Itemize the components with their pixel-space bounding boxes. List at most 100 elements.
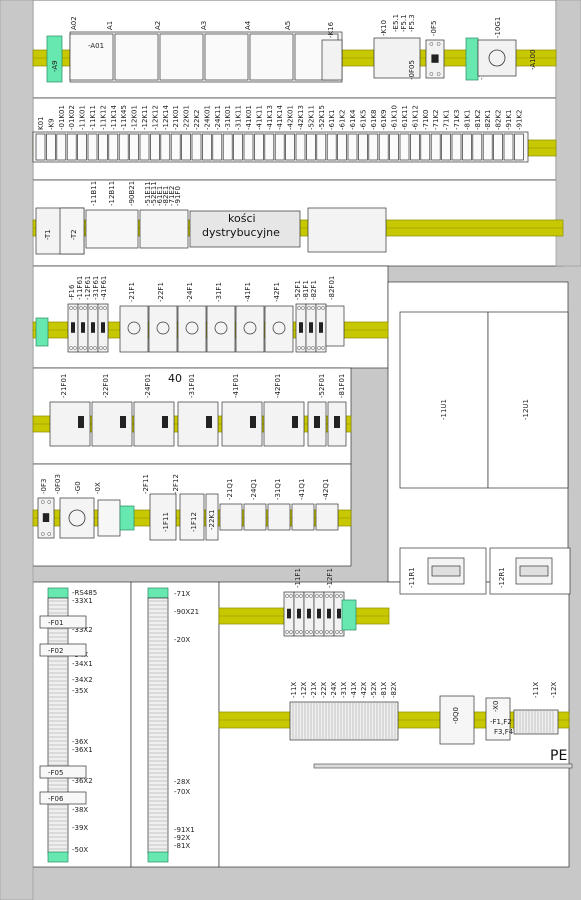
- tag-11u1: -11U1: [440, 399, 448, 420]
- relay-socket: [87, 133, 98, 161]
- tag-q-3: -41Q1: [298, 479, 306, 500]
- relay-socket: [118, 133, 129, 161]
- k10-module: [373, 37, 421, 79]
- pe-bar: [313, 763, 573, 769]
- tag-81f1: -81F1: [302, 280, 310, 300]
- relay-toggle: [314, 416, 320, 428]
- tag-a01: -A01: [88, 42, 104, 50]
- 12u1-cabinet: [487, 311, 569, 489]
- relay-socket: [493, 133, 503, 161]
- tag-22k01: -22K01: [183, 105, 191, 130]
- row7-breaker-screw: [289, 594, 293, 598]
- tag-52f1: -52F1: [294, 280, 302, 300]
- tag-21k01: -21K01: [172, 105, 180, 130]
- row7-breaker-toggle: [337, 608, 341, 619]
- tag-2f11: -2F11: [142, 474, 150, 494]
- breaker-small-screw: [317, 306, 321, 310]
- tag-82k2: -82K2: [495, 110, 503, 130]
- rcd-breaker-screw: [103, 306, 107, 310]
- relay-socket: [347, 133, 358, 161]
- relay-socket: [66, 133, 77, 161]
- 0f5-breaker-toggle: [431, 54, 439, 63]
- tag-61k11: -61K11: [401, 105, 409, 130]
- 22k1-relay: [205, 493, 219, 541]
- tag-12u1: -12U1: [522, 399, 530, 420]
- 12r1-core: [519, 565, 549, 577]
- duct-left-bottom-clip: [47, 851, 69, 863]
- label-kosci: kości: [228, 212, 256, 225]
- tag-k01: K01: [37, 117, 45, 131]
- rcd-breaker-screw: [103, 346, 107, 350]
- tag-dl-12: -50X: [72, 846, 88, 854]
- tag-dm-6: -92X: [174, 834, 190, 842]
- rcd-breaker-screw: [73, 306, 77, 310]
- relay-unit: [177, 401, 219, 447]
- tag-q-1: -24Q1: [250, 479, 258, 500]
- relay-unit: [221, 401, 263, 447]
- rcd-breaker-screw: [79, 306, 83, 310]
- tag-0f3: -0F3: [40, 479, 48, 494]
- q-module: [243, 503, 267, 531]
- tag-r8-1: -12X: [300, 682, 308, 698]
- 0f3-breaker-screw: [40, 532, 45, 536]
- relay-socket: [170, 133, 181, 161]
- tag-0f5: -0F5: [430, 21, 438, 36]
- tag-r8-2: -21X: [310, 682, 318, 698]
- 10g1-socket: [477, 39, 517, 77]
- tag-a4: A4: [244, 20, 252, 30]
- fuse-module: [39, 765, 87, 779]
- breaker-small-screw: [311, 346, 315, 350]
- tag-e-1: -52E11: [150, 181, 158, 206]
- tag-fuse-3: -F06: [48, 795, 64, 803]
- tag-11k01: -11K01: [79, 105, 87, 130]
- tag-42k13: -42K13: [297, 105, 305, 130]
- tag-52k11: -52K11: [307, 105, 315, 130]
- mid-terminal-strip: [147, 597, 169, 855]
- relay-toggle: [292, 416, 298, 428]
- relay-socket: [46, 133, 56, 161]
- rcd-breaker-screw: [93, 306, 97, 310]
- plc-module: [249, 33, 294, 81]
- relay-socket: [389, 133, 399, 161]
- tag-r5-5: -42F01: [274, 374, 282, 398]
- relay-socket: [514, 133, 524, 161]
- tag-q-2: -31Q1: [274, 479, 282, 500]
- tag-81k1: -81K1: [463, 110, 471, 130]
- tag-r5-1: -22F01: [102, 374, 110, 398]
- tag-dm-2: -20X: [174, 636, 190, 644]
- row7-breaker-screw: [335, 594, 339, 598]
- tag-r8-8: -52X: [370, 682, 378, 698]
- relay-socket: [399, 133, 410, 161]
- k16-relay: [321, 39, 343, 81]
- 0f3-breaker-screw: [47, 532, 52, 536]
- rcd-breaker-screw: [83, 306, 87, 310]
- b-modules: [85, 209, 139, 249]
- plc-module: [159, 33, 204, 81]
- relay-toggle: [78, 416, 84, 428]
- row7-breaker-screw: [339, 594, 343, 598]
- tag-71k0: -71K0: [422, 110, 430, 130]
- tag-31f61: -31F61: [92, 276, 100, 300]
- relay-socket: [56, 133, 67, 161]
- row7-breaker-toggle: [297, 608, 301, 619]
- q-module: [291, 503, 315, 531]
- tag-1f12: -1F12: [190, 512, 198, 532]
- relay-toggle: [334, 416, 340, 428]
- row7-breaker-screw: [299, 594, 303, 598]
- tag-r8-7: -42X: [360, 682, 368, 698]
- row7-breaker-toggle: [287, 608, 291, 619]
- tag-dl-4: -34X1: [72, 660, 93, 668]
- tag-12k11: -12K11: [141, 105, 149, 130]
- tag-71k2: -71K2: [432, 110, 440, 130]
- relay-toggle: [250, 416, 256, 428]
- breaker-small-toggle: [309, 322, 313, 333]
- tag-motor-0: -21F1: [128, 282, 136, 302]
- tag-f3f4: F3,F4: [494, 728, 514, 736]
- rcd-breaker-screw: [89, 306, 93, 310]
- tag-dl-2: -33X2: [72, 626, 93, 634]
- breaker-dial: [185, 321, 199, 335]
- tag-dl-0: -RS485: [72, 589, 97, 597]
- left-margin: [0, 0, 34, 900]
- row7-breaker-screw: [295, 630, 299, 634]
